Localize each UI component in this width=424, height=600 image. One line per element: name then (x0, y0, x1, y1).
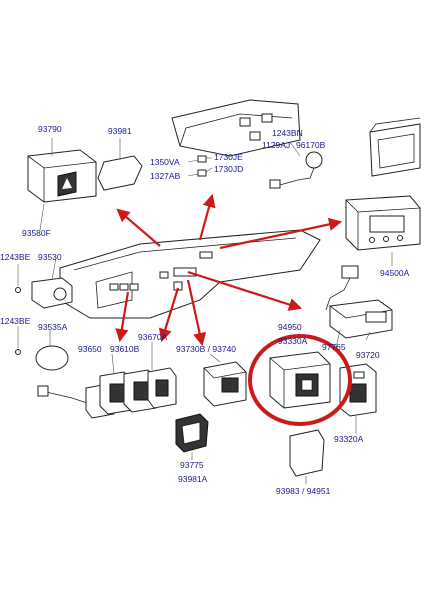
label-93320A: 93320A (334, 434, 364, 444)
label-93981A: 93981A (178, 474, 208, 484)
label-93983-94951: 93983 / 94951 (276, 486, 331, 496)
label-93730B-93740: 93730B / 93740 (176, 344, 236, 354)
label-93330A: 93330A (278, 336, 308, 346)
label-93535A: 93535A (38, 322, 68, 332)
label-93530: 93530 (38, 252, 62, 262)
label-93650: 93650 (78, 344, 102, 354)
label-93775: 93775 (180, 460, 204, 470)
highlight-circle (248, 334, 352, 426)
label-1730JE: 1730JE (214, 152, 243, 162)
label-93610B: 93610B (110, 344, 140, 354)
right-switch (339, 363, 377, 417)
ac-switch (325, 265, 393, 339)
rocker-switches (99, 367, 177, 415)
label-97765: 97765 (322, 342, 346, 352)
label-93720: 93720 (356, 350, 380, 360)
label-93981: 93981 (108, 126, 132, 136)
clock-display (345, 195, 421, 251)
connector (175, 413, 209, 453)
leader-lines (17, 138, 393, 484)
left-switch (15, 277, 73, 309)
switch-cover (97, 155, 143, 191)
label-1243BN: 1243BN (272, 128, 303, 138)
dashboard (59, 229, 321, 319)
part-labels: 93790 93981 1243BN 1129AJ 96170B 1350VA … (0, 124, 410, 496)
hazard-switch (27, 149, 97, 203)
label-93790: 93790 (38, 124, 62, 134)
label-1327AB: 1327AB (150, 171, 181, 181)
label-94500A: 94500A (380, 268, 410, 278)
knob (15, 345, 69, 371)
sensor (269, 151, 323, 189)
label-94950: 94950 (278, 322, 302, 332)
highlighted-switch (269, 351, 331, 409)
label-1243BE-lower: 1243BE (0, 316, 31, 326)
mirror-switch (203, 361, 247, 407)
fasteners (197, 155, 207, 177)
top-right-display (369, 117, 421, 177)
blank-cover (289, 429, 325, 477)
label-1350VA: 1350VA (150, 157, 180, 167)
label-1243BE-upper: 1243BE (0, 252, 31, 262)
upper-bracket (171, 99, 301, 157)
label-96170B: 96170B (296, 140, 326, 150)
label-1129AJ: 1129AJ (262, 140, 290, 150)
label-93580F: 93580F (22, 228, 51, 238)
label-1730JD: 1730JD (214, 164, 243, 174)
label-93670A: 93670A (138, 332, 168, 342)
pointer-arrows (115, 193, 343, 347)
